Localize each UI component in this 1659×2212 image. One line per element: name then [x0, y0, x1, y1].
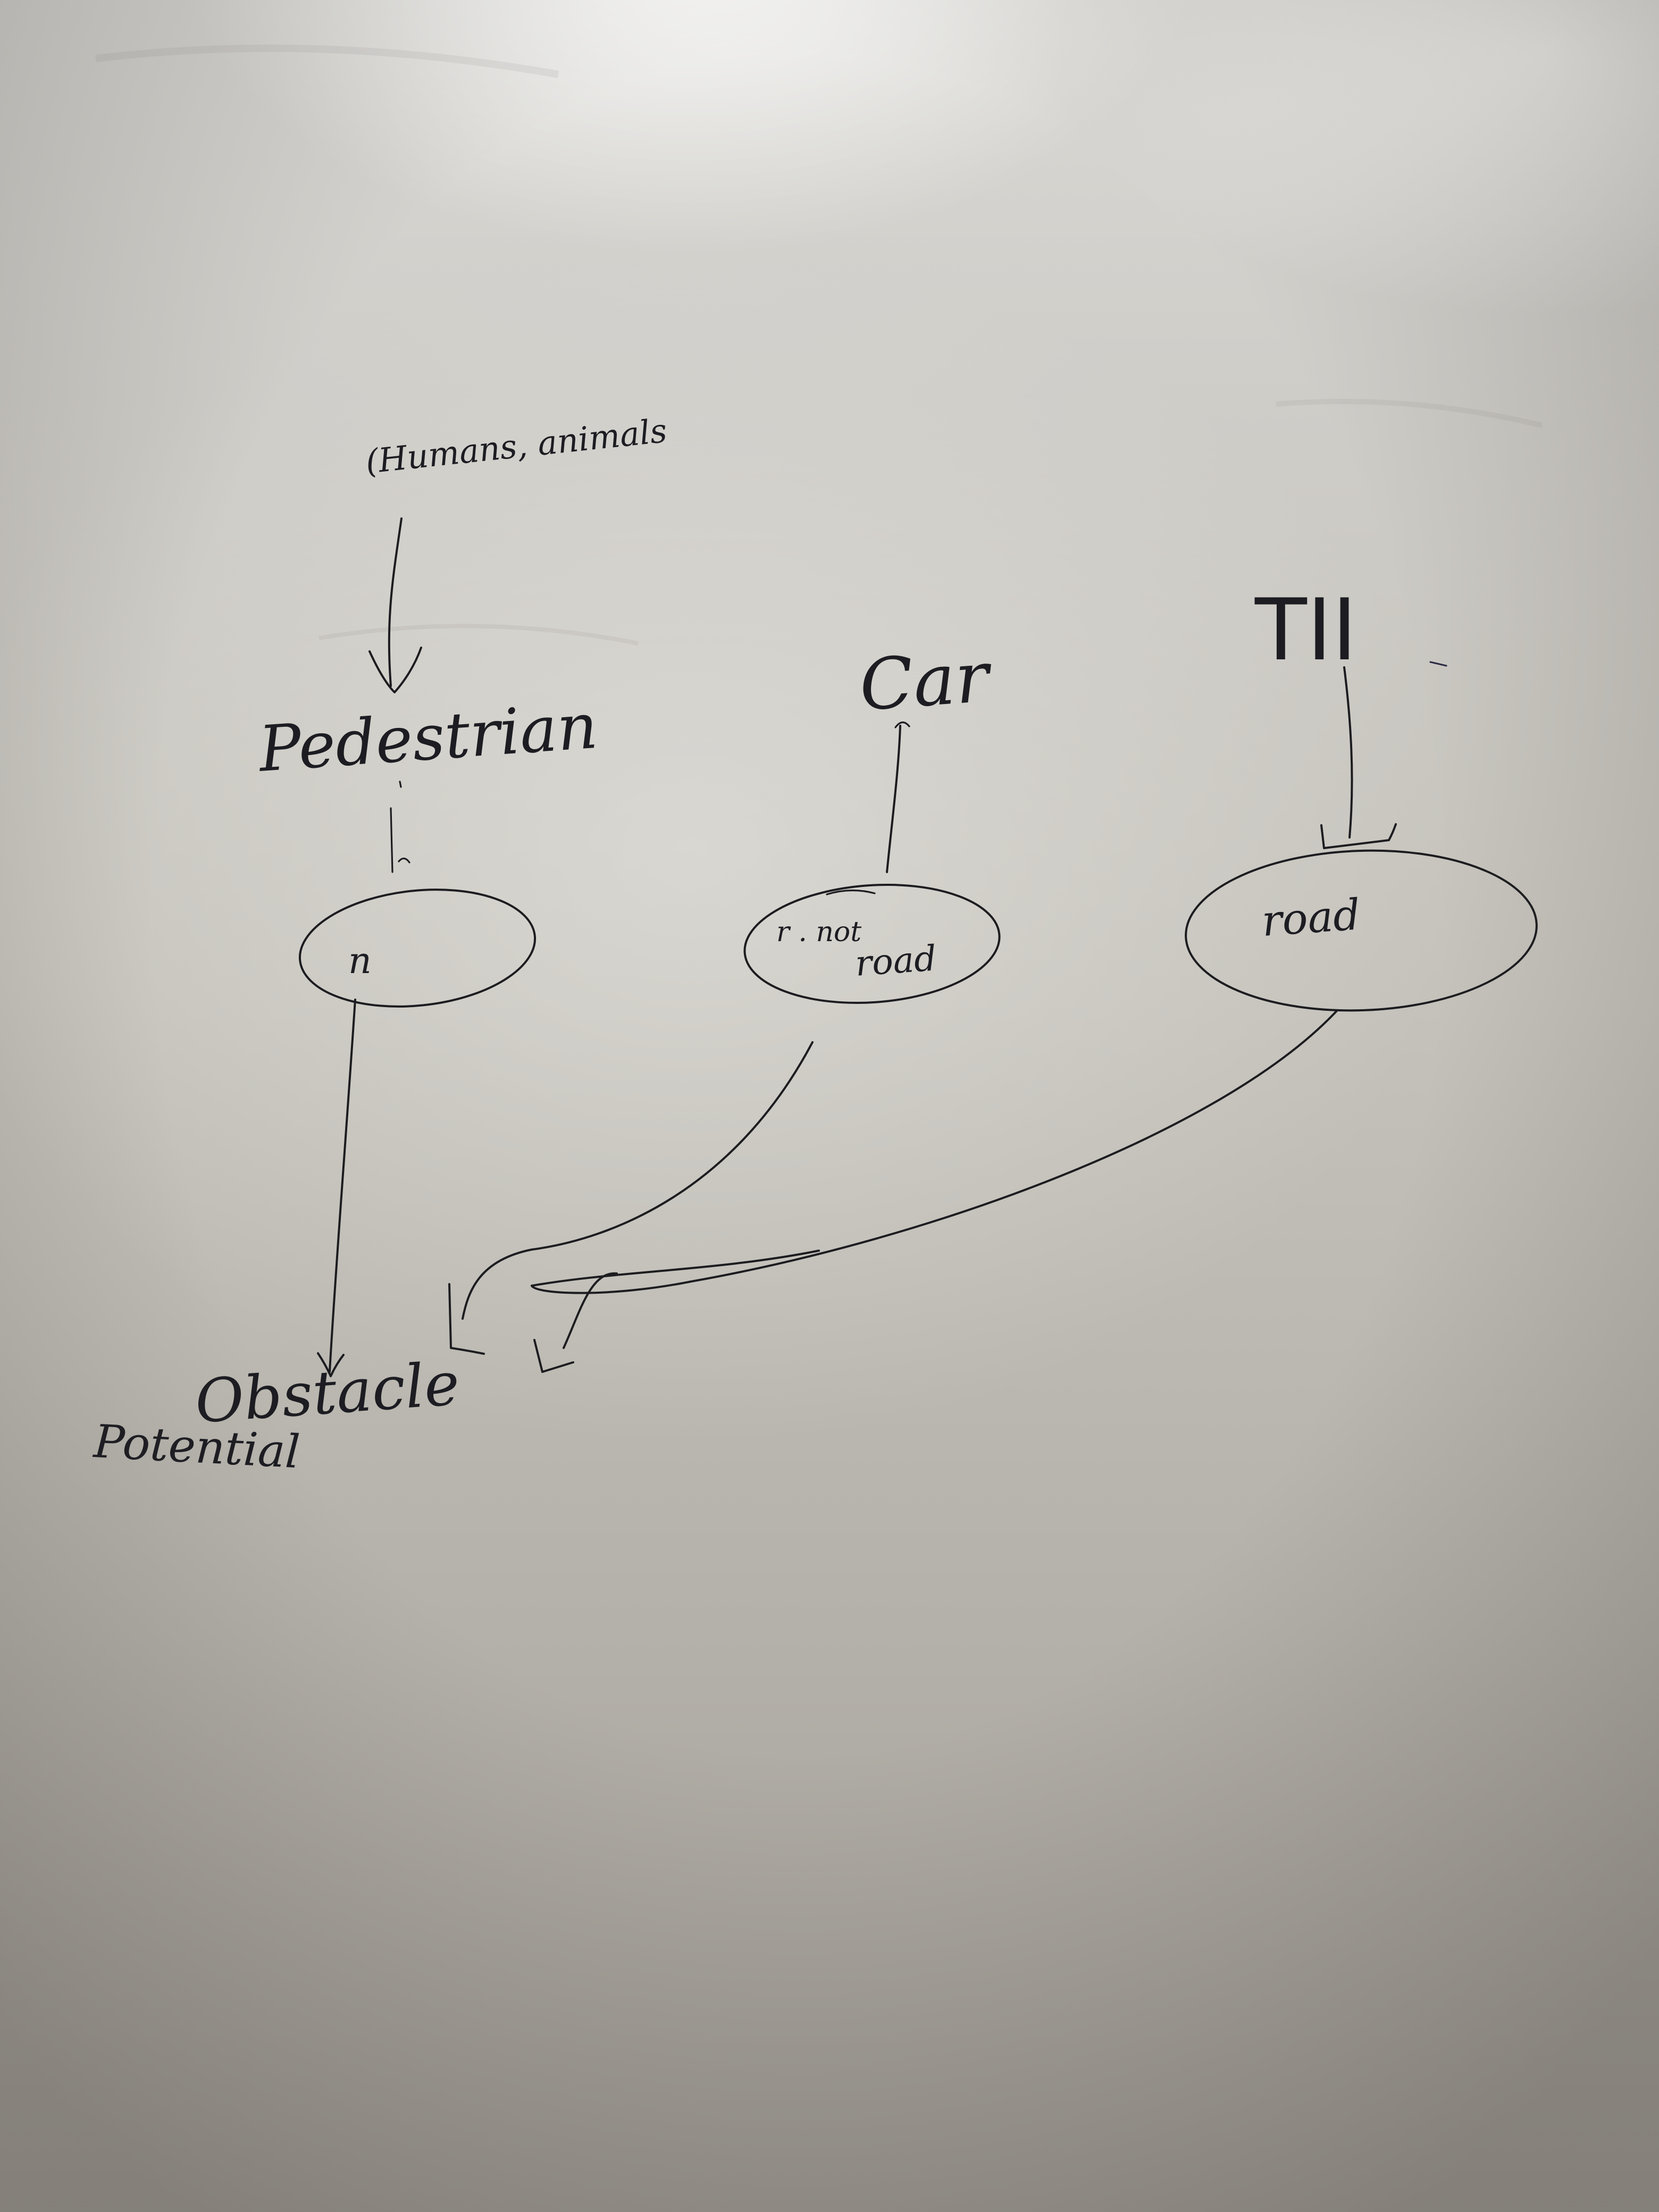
node-middle-scribble — [826, 889, 876, 895]
node-middle-label-top: r . not — [776, 916, 861, 948]
node-left-label: n — [348, 940, 372, 982]
arrow-middle-node-to-obstacle — [448, 1041, 814, 1355]
label-car: Car — [857, 636, 995, 727]
label-humans-animals: (Humans, animals — [364, 411, 669, 481]
tii-tick — [1429, 661, 1447, 667]
node-left-ellipse — [298, 889, 537, 1008]
arrow-tii-to-right-node — [1320, 666, 1397, 849]
node-middle-ellipse — [743, 883, 1001, 1004]
arrow-middle-node-to-car — [886, 721, 910, 873]
arrow-humans-to-pedestrian — [368, 517, 422, 693]
label-potential: Potential — [91, 1415, 301, 1479]
pedestrian-connector — [390, 781, 410, 873]
node-middle-label-bottom: road — [854, 937, 938, 984]
node-right-label: road — [1260, 890, 1362, 946]
arrow-right-node-to-obstacle — [531, 1009, 1338, 1373]
arrow-left-node-to-obstacle — [317, 999, 356, 1377]
node-right-ellipse — [1185, 849, 1538, 1012]
label-pedestrian: Pedestrian — [255, 689, 600, 786]
board-smudges — [95, 44, 1543, 646]
label-tii: TII — [1254, 580, 1357, 680]
